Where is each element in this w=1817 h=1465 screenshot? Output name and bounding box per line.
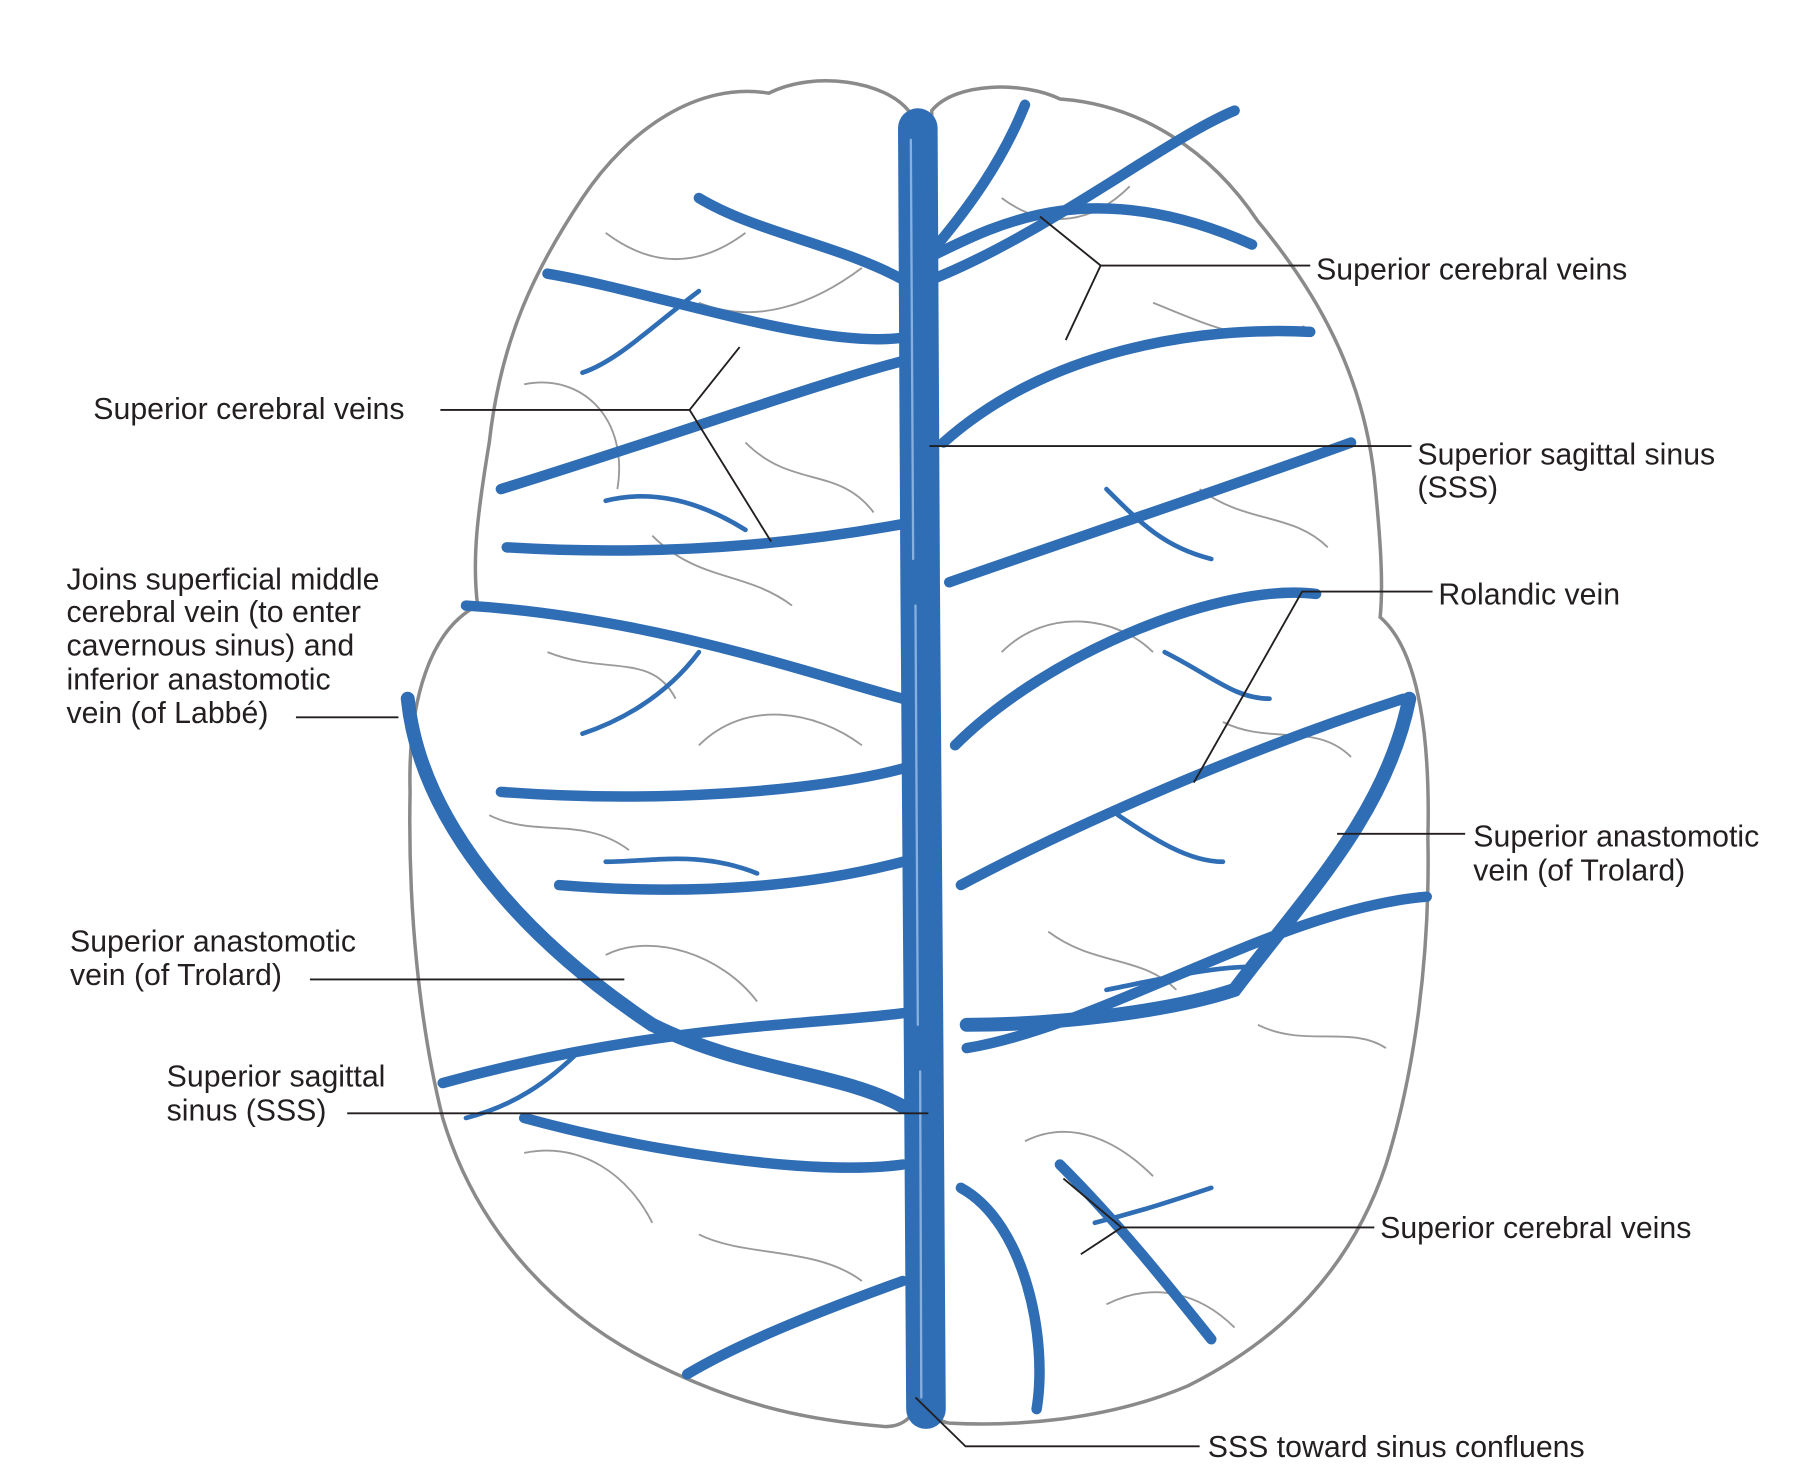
label-sss-left-1: Superior sagittal	[167, 1061, 386, 1094]
label-sss-right-2: (SSS)	[1417, 471, 1498, 504]
label-trolard-left-2: vein (of Trolard)	[70, 959, 282, 992]
vein-of-labbe-trolard-left	[400, 691, 910, 1114]
label-trolard-right-1: Superior anastomotic	[1473, 821, 1759, 854]
label-rolandic-vein: Rolandic vein	[1438, 578, 1620, 611]
superior-sagittal-sinus	[898, 108, 946, 1429]
label-sss-confluens: SSS toward sinus confluens	[1208, 1431, 1585, 1464]
label-superior-cerebral-veins-bottom-right: Superior cerebral veins	[1380, 1212, 1691, 1245]
vein-of-trolard-right	[959, 691, 1417, 1032]
label-labbe-1: Joins superficial middle	[67, 563, 380, 596]
label-labbe-2: cerebral vein (to enter	[67, 596, 361, 629]
leader-lines	[295, 215, 1466, 1448]
label-labbe-4: inferior anastomotic	[67, 663, 331, 696]
brain-outline	[408, 79, 1430, 1429]
label-trolard-right-2: vein (of Trolard)	[1473, 854, 1685, 887]
veins	[400, 99, 1432, 1429]
label-sss-left-2: sinus (SSS)	[167, 1094, 327, 1127]
label-superior-cerebral-veins-left: Superior cerebral veins	[93, 393, 404, 426]
label-labbe-3: cavernous sinus) and	[67, 630, 355, 663]
label-superior-cerebral-veins-top-right: Superior cerebral veins	[1316, 253, 1627, 286]
label-sss-right-1: Superior sagittal sinus	[1417, 439, 1715, 472]
label-labbe-5: vein (of Labbé)	[67, 697, 269, 730]
label-trolard-left-1: Superior anastomotic	[70, 925, 356, 958]
